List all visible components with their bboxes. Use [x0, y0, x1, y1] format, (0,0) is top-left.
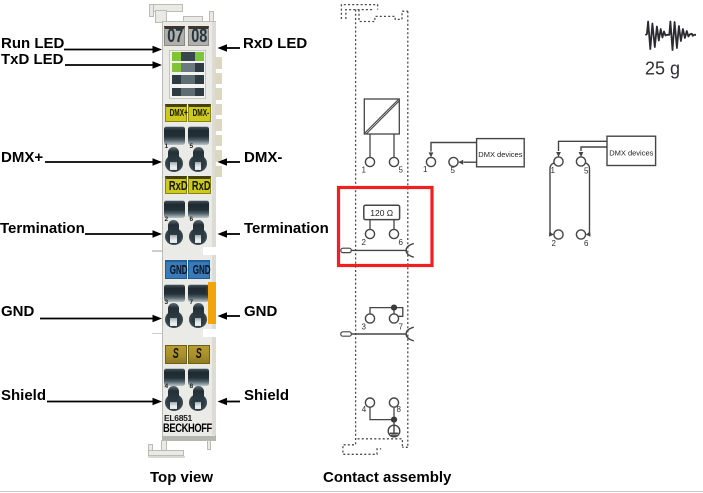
svg-text:4: 4 [362, 405, 367, 414]
svg-text:1: 1 [362, 166, 367, 175]
svg-text:2: 2 [362, 238, 367, 247]
svg-text:3: 3 [362, 323, 367, 332]
svg-text:2: 2 [552, 239, 557, 248]
svg-text:5: 5 [399, 166, 404, 175]
svg-text:5: 5 [451, 166, 456, 175]
svg-text:1: 1 [423, 165, 428, 174]
svg-text:8: 8 [397, 405, 402, 414]
svg-text:DMX devices: DMX devices [609, 149, 653, 158]
svg-text:DMX devices: DMX devices [478, 150, 522, 159]
svg-text:6: 6 [584, 239, 589, 248]
svg-text:6: 6 [399, 238, 404, 247]
svg-text:25 g: 25 g [645, 59, 680, 79]
svg-text:5: 5 [584, 167, 589, 176]
svg-text:120 Ω: 120 Ω [370, 208, 393, 218]
svg-text:7: 7 [399, 323, 404, 332]
svg-text:1: 1 [551, 166, 556, 175]
